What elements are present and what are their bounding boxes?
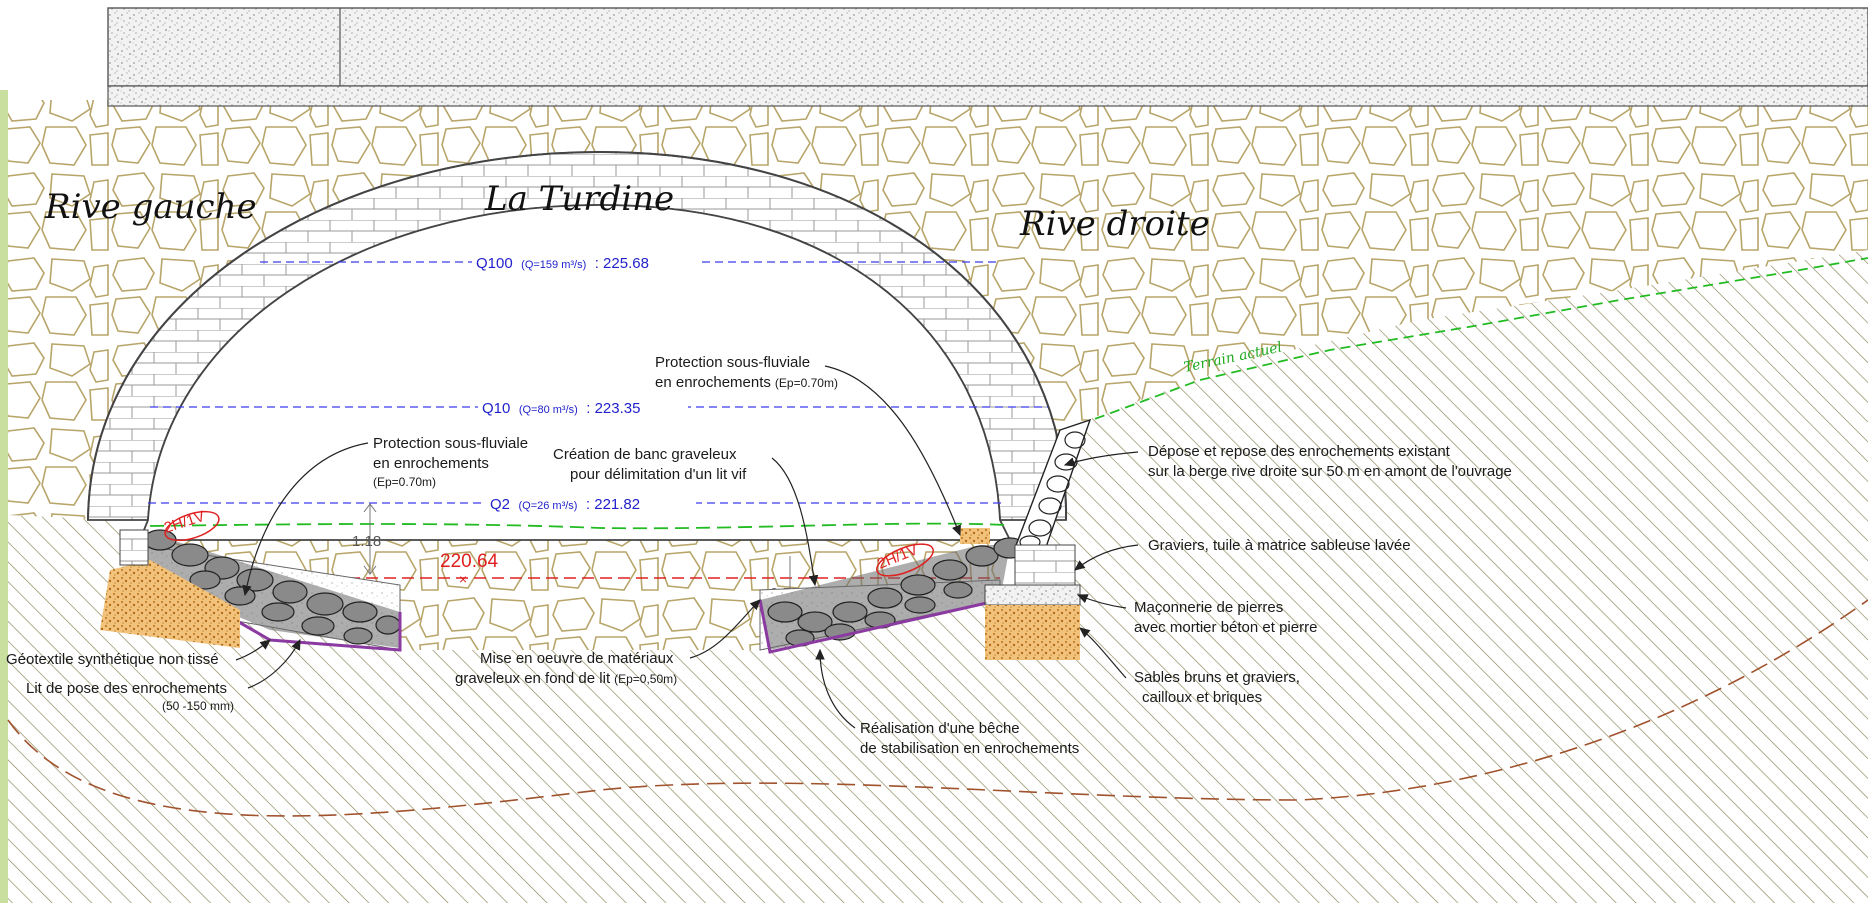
- svg-text:Mise en oeuvre de matériaux: Mise en oeuvre de matériaux: [480, 650, 674, 667]
- svg-text:×: ×: [459, 571, 467, 587]
- svg-text:cailloux et briques: cailloux et briques: [1142, 689, 1262, 706]
- right-masonry-mortar: [984, 584, 1081, 606]
- left-bank-title: Rive gauche: [44, 187, 257, 227]
- svg-text:Maçonnerie de pierres: Maçonnerie de pierres: [1134, 599, 1283, 616]
- svg-text:Sables bruns et graviers,: Sables bruns et graviers,: [1134, 669, 1300, 686]
- svg-text:Protection sous-fluviale: Protection sous-fluviale: [373, 435, 528, 452]
- left-masonry: [119, 529, 149, 566]
- road-deck: [107, 7, 1868, 87]
- q100-label: Q100 (Q=159 m³/s) : 225.68: [476, 255, 649, 272]
- svg-text:graveleux en fond de lit(Ep=0,: graveleux en fond de lit(Ep=0,50m): [455, 670, 677, 687]
- right-riprap-stones: [767, 537, 1027, 647]
- terrain-line: [1064, 257, 1868, 431]
- right-bank-title: Rive droite: [1019, 204, 1210, 244]
- bed-elevation: 220.64: [440, 551, 499, 572]
- left-riprap-stones: [143, 529, 401, 645]
- q2-label: Q2 (Q=26 m³/s) : 221.82: [490, 496, 640, 513]
- annotation-protection-left: Protection sous-fluviale en enrochements…: [373, 435, 528, 489]
- svg-text:en enrochements: en enrochements: [373, 455, 489, 472]
- annotation-lit-pose: Lit de pose des enrochements (50 -150 mm…: [26, 680, 234, 713]
- annotation-maconnerie: Maçonnerie de pierres avec mortier béton…: [1134, 599, 1317, 636]
- annotation-geotextile: Géotextile synthétique non tissé: [6, 651, 219, 668]
- annotation-mise-oeuvre: Mise en oeuvre de matériaux graveleux en…: [455, 650, 677, 687]
- svg-text:de stabilisation en enrochemen: de stabilisation en enrochements: [860, 740, 1079, 757]
- q10-label: Q10 (Q=80 m³/s) : 223.35: [482, 400, 640, 417]
- left-sand: [100, 560, 240, 648]
- svg-text:Protection sous-fluviale: Protection sous-fluviale: [655, 354, 810, 371]
- svg-text:avec mortier béton et pierre: avec mortier béton et pierre: [1134, 619, 1317, 636]
- svg-text:Graviers, tuile à matrice sabl: Graviers, tuile à matrice sableuse lavée: [1148, 537, 1411, 554]
- right-masonry: [1014, 544, 1076, 586]
- annotation-graviers: Graviers, tuile à matrice sableuse lavée: [1148, 537, 1411, 554]
- svg-text:sur la berge rive droite sur 5: sur la berge rive droite sur 50 m en amo…: [1148, 463, 1512, 480]
- annotation-depose: Dépose et repose des enrochements exista…: [1148, 443, 1512, 480]
- ground-right: [1000, 250, 1868, 903]
- arch-opening: [138, 204, 1012, 541]
- svg-text:Lit de pose des enrochements: Lit de pose des enrochements: [26, 680, 227, 697]
- road-base: [107, 85, 1868, 107]
- svg-text:Réalisation d'une bêche: Réalisation d'une bêche: [860, 720, 1020, 737]
- svg-text:(Ep=0.70m): (Ep=0.70m): [373, 475, 436, 489]
- svg-text:(50 -150 mm): (50 -150 mm): [162, 699, 234, 713]
- svg-text:pour délimitation d'un lit vif: pour délimitation d'un lit vif: [570, 466, 747, 483]
- svg-text:en enrochements(Ep=0.70m): en enrochements(Ep=0.70m): [655, 374, 838, 391]
- svg-text:Géotextile synthétique non tis: Géotextile synthétique non tissé: [6, 651, 219, 668]
- right-geotextile: [758, 598, 1001, 654]
- bottom-boundary: [7, 599, 1868, 817]
- depth-1: 1.18: [352, 533, 381, 550]
- svg-text:Dépose et repose des enrocheme: Dépose et repose des enrochements exista…: [1148, 443, 1451, 460]
- annotation-beche: Réalisation d'une bêche de stabilisation…: [860, 720, 1079, 757]
- water-surface: [149, 522, 1006, 530]
- svg-text:Création de banc graveleux: Création de banc graveleux: [553, 446, 737, 463]
- right-sand: [985, 605, 1080, 660]
- left-margin-bar: [0, 90, 8, 903]
- river-title: La Turdine: [484, 179, 674, 219]
- annotation-banc: Création de banc graveleux pour délimita…: [553, 446, 747, 483]
- annotation-protection-right: Protection sous-fluviale en enrochements…: [655, 354, 838, 391]
- annotation-sables: Sables bruns et graviers, cailloux et br…: [1134, 669, 1300, 706]
